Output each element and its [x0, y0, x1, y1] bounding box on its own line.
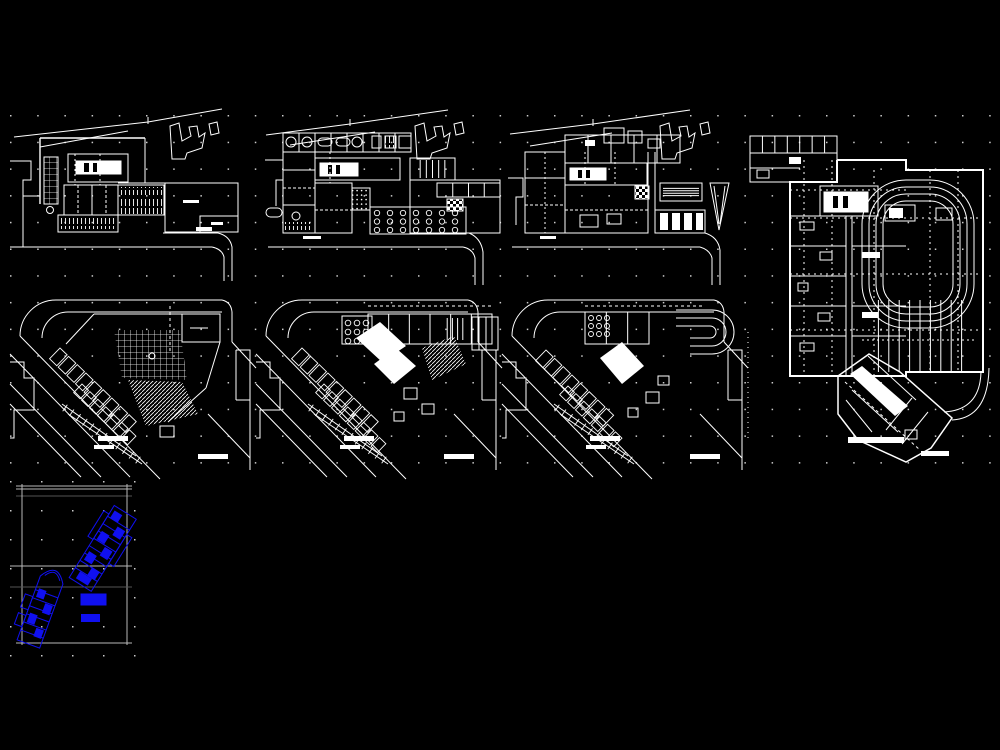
floor-plan-level-1[interactable]: [10, 108, 239, 281]
site-plan-1[interactable]: [9, 299, 257, 480]
floor-plan-level-3[interactable]: [508, 109, 730, 285]
basement-parking-plan[interactable]: [749, 135, 990, 463]
site-plan-3[interactable]: [501, 299, 749, 480]
floor-plan-level-2[interactable]: [265, 109, 501, 285]
blue-sheet-detail[interactable]: [10, 484, 142, 649]
drawings-layer: [9, 108, 990, 649]
site-plan-2[interactable]: [255, 299, 503, 480]
